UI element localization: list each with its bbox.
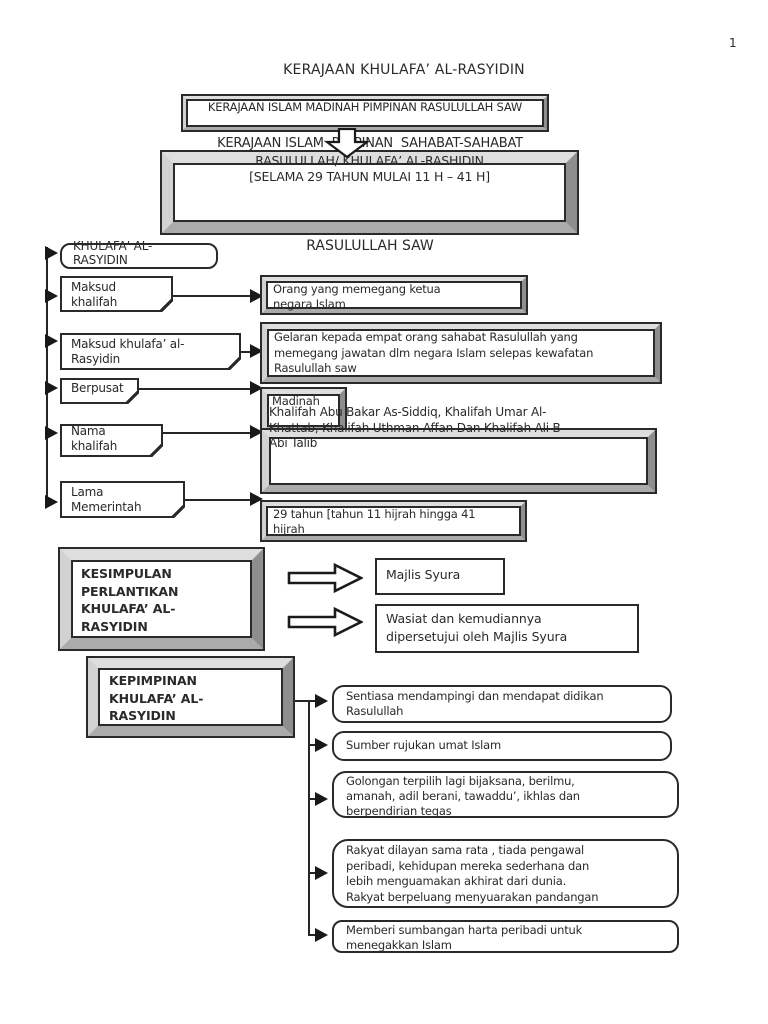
connector-arrowhead-icon (315, 866, 328, 880)
connector-line (309, 744, 317, 746)
spine-arrowhead-icon (45, 426, 58, 440)
answer-nama-khalifah-text: Khalifah Abu Bakar As-Siddiq, Khalifah U… (269, 405, 561, 450)
spine-arrowhead-icon (45, 246, 58, 260)
note-maksud-khulafa-label: Maksud khulafa’ al- Rasyidin (71, 337, 185, 366)
answer-maksud-khalifah-text: Orang yang memegang ketua negara Islam (273, 282, 441, 311)
connector-line (173, 295, 252, 297)
box-kerajaan-islam-pimpinan-sahabat (160, 150, 579, 235)
answer-maksud-khulafa-text: Gelaran kepada empat orang sahabat Rasul… (274, 330, 594, 375)
connector-arrowhead-icon (315, 792, 328, 806)
right-block-arrow-icon (287, 607, 363, 637)
note-maksud-khalifah: Maksud khalifah (60, 276, 173, 312)
connector-line (309, 872, 317, 874)
point-golongan-terpilih: Golongan terpilih lagi bijaksana, berilm… (332, 771, 679, 818)
note-nama-khalifah-label: Nama khalifah (71, 424, 118, 453)
point-sumber-rujukan: Sumber rujukan umat Islam (332, 731, 672, 761)
note-nama-khalifah: Nama khalifah (60, 424, 163, 457)
point-golongan-terpilih-text: Golongan terpilih lagi bijaksana, berilm… (346, 774, 580, 818)
connector-line (162, 432, 252, 434)
node-khulafa-rasyidin (60, 243, 218, 269)
option-majlis-syura: Majlis Syura (375, 558, 505, 595)
point-sumbangan-harta-text: Memberi sumbangan harta peribadi untuk m… (346, 923, 583, 952)
branch-spine (46, 247, 48, 504)
connector-line (309, 798, 317, 800)
box-kepimpinan-label: KEPIMPINAN KHULAFA’ AL- RASYIDIN (109, 673, 204, 723)
point-didikan-rasulullah: Sentiasa mendampingi dan mendapat didika… (332, 685, 672, 723)
connector-arrowhead-icon (250, 344, 263, 358)
point-didikan-rasulullah-text: Sentiasa mendampingi dan mendapat didika… (346, 689, 604, 718)
option-wasiat: Wasiat dan kemudiannya dipersetujui oleh… (375, 604, 639, 653)
connector-arrowhead-icon (250, 381, 263, 395)
connector-arrowhead-icon (250, 425, 263, 439)
box2-title: RASULULLAH/ KHULAFA’ AL-RASHIDIN (255, 153, 484, 168)
page-number: 1 (729, 36, 737, 50)
box-kesimpulan: KESIMPULAN PERLANTIKAN KHULAFA’ AL- RASY… (58, 547, 265, 651)
spine-arrowhead-icon (45, 289, 58, 303)
answer-berpusat: Madinah (260, 387, 347, 434)
note-berpusat: Berpusat (60, 378, 139, 404)
connector-line (309, 700, 317, 702)
point-rakyat-dilayan: Rakyat dilayan sama rata , tiada pengawa… (332, 839, 679, 908)
box-kesimpulan-label: KESIMPULAN PERLANTIKAN KHULAFA’ AL- RASY… (81, 566, 179, 634)
connector-line (295, 700, 309, 702)
box-kepimpinan: KEPIMPINAN KHULAFA’ AL- RASYIDIN (86, 656, 295, 738)
line-kerajaan-islam-pimpinan: KERAJAAN ISLAM PIMPINAN SAHABAT-SAHABAT (217, 136, 523, 151)
option-wasiat-text: Wasiat dan kemudiannya dipersetujui oleh… (386, 611, 568, 644)
connector-arrowhead-icon (250, 289, 263, 303)
box2-subtitle: [SELAMA 29 TAHUN MULAI 11 H – 41 H] (249, 169, 490, 184)
answer-nama-khalifah-box (260, 428, 657, 494)
spine-arrowhead-icon (45, 381, 58, 395)
connector-arrowhead-icon (315, 738, 328, 752)
answer-maksud-khulafa: Gelaran kepada empat orang sahabat Rasul… (260, 322, 662, 384)
answer-lama-memerintah: 29 tahun [tahun 11 hijrah hingga 41 hijr… (260, 500, 527, 542)
answer-berpusat-text: Madinah (272, 394, 320, 408)
connector-line (239, 351, 252, 353)
connector-spine (308, 700, 310, 936)
box-kerajaan-islam-madinah: KERAJAAN ISLAM MADINAH PIMPINAN RASULULL… (181, 94, 549, 132)
answer-lama-memerintah-text: 29 tahun [tahun 11 hijrah hingga 41 hijr… (273, 507, 476, 536)
option-majlis-syura-text: Majlis Syura (386, 567, 461, 582)
point-rakyat-dilayan-text: Rakyat dilayan sama rata , tiada pengawa… (346, 843, 599, 904)
note-lama-memerintah-label: Lama Memerintah (71, 485, 142, 514)
connector-line (138, 388, 252, 390)
down-block-arrow-icon (324, 128, 370, 159)
node-khulafa-rasyidin-label: KHULAFA’ AL- RASYIDIN (73, 239, 153, 267)
connector-arrowhead-icon (315, 928, 328, 942)
answer-maksud-khalifah: Orang yang memegang ketua negara Islam (260, 275, 528, 315)
note-maksud-khulafa: Maksud khulafa’ al- Rasyidin (60, 333, 241, 370)
connector-line (309, 934, 317, 936)
spine-arrowhead-icon (45, 495, 58, 509)
connector-arrowhead-icon (250, 492, 263, 506)
note-berpusat-label: Berpusat (71, 381, 124, 395)
box-kerajaan-islam-madinah-label: KERAJAAN ISLAM MADINAH PIMPINAN RASULULL… (207, 100, 523, 114)
point-sumbangan-harta: Memberi sumbangan harta peribadi untuk m… (332, 920, 679, 953)
page-title: KERAJAAN KHULAFA’ AL-RASYIDIN (283, 62, 525, 78)
connector-line (184, 499, 252, 501)
connector-arrowhead-icon (315, 694, 328, 708)
heading-rasulullah-saw: RASULULLAH SAW (306, 238, 434, 254)
note-lama-memerintah: Lama Memerintah (60, 481, 185, 518)
note-maksud-khalifah-label: Maksud khalifah (71, 280, 118, 309)
point-sumber-rujukan-text: Sumber rujukan umat Islam (346, 738, 502, 752)
right-block-arrow-icon (287, 563, 363, 593)
spine-arrowhead-icon (45, 334, 58, 348)
